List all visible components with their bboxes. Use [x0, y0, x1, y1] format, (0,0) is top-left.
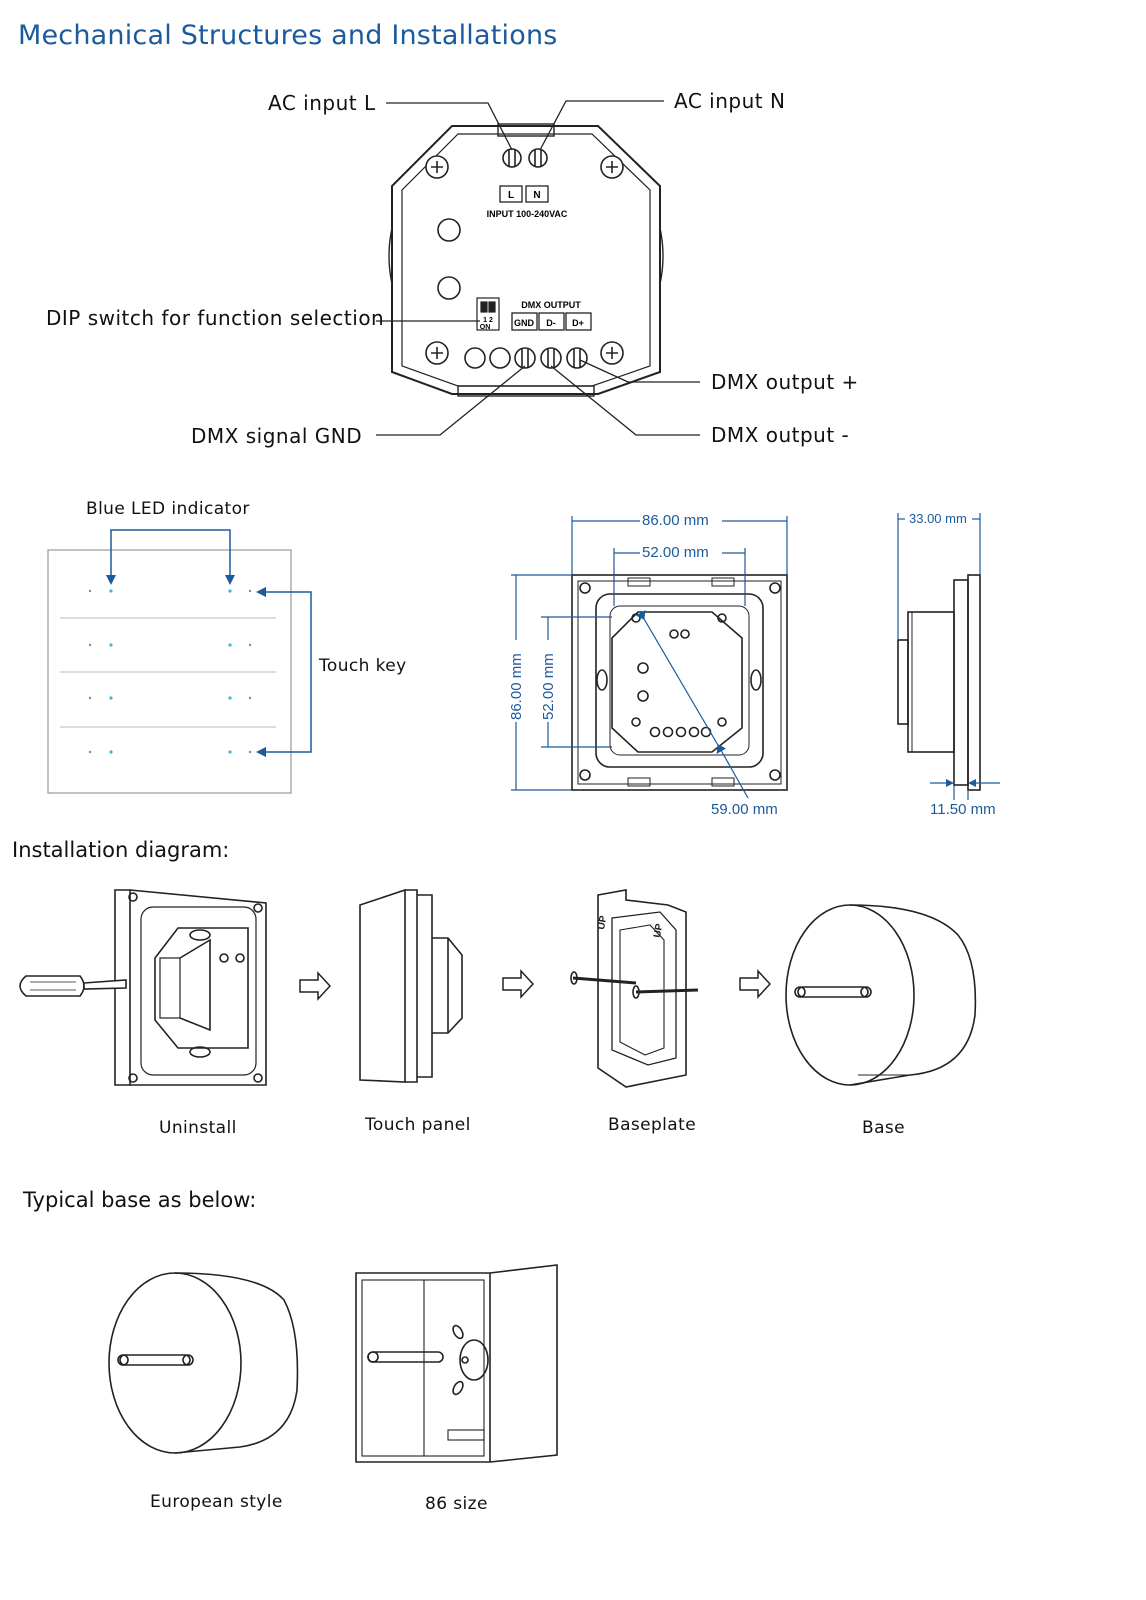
step-label-base: Base — [862, 1118, 905, 1138]
dim-width-outer: 86.00 mm — [642, 512, 709, 529]
svg-text:UP: UP — [652, 923, 665, 939]
dip-numbers: 1 2 — [483, 317, 493, 324]
european-base-drawing — [108, 1272, 299, 1454]
dmx-output-plus-label: DMX output + — [711, 370, 859, 394]
screwdriver — [19, 975, 127, 997]
dim-diagonal: 59.00 mm — [711, 801, 778, 818]
uninstall-drawing — [114, 889, 267, 1086]
dmx-output-minus-label: DMX output - — [711, 423, 850, 447]
touch-panel-side-drawing — [359, 888, 463, 1083]
d-plus-mark: D+ — [572, 318, 584, 328]
input-rating: INPUT 100-240VAC — [487, 209, 568, 219]
86-size-base-drawing — [355, 1264, 558, 1463]
installation-heading: Installation diagram: — [12, 838, 230, 862]
base-label-european: European style — [150, 1492, 283, 1512]
dim-width-inner: 52.00 mm — [642, 544, 709, 561]
dip-switch — [476, 297, 500, 331]
front-dimension-drawing — [571, 574, 788, 791]
mounting-screws — [425, 155, 624, 365]
ac-input-n-label: AC input N — [674, 89, 786, 113]
dmx-signal-gnd-label: DMX signal GND — [191, 424, 363, 448]
base-label-86-size: 86 size — [425, 1494, 488, 1514]
ac-terminal-screws — [502, 148, 548, 168]
step-label-baseplate: Baseplate — [608, 1115, 697, 1135]
d-minus-mark: D- — [546, 318, 556, 328]
step-arrow-2 — [502, 969, 535, 999]
baseplate-drawing: UP UP — [570, 889, 699, 1088]
touch-panel-front — [47, 529, 312, 794]
round-base-drawing — [785, 904, 977, 1086]
gnd-mark: GND — [514, 318, 535, 328]
step-arrow-1 — [299, 971, 332, 1001]
blue-led-label: Blue LED indicator — [86, 499, 250, 519]
dim-panel-thickness: 11.50 mm — [930, 801, 996, 818]
step-label-uninstall: Uninstall — [159, 1118, 237, 1138]
dim-depth: 33.00 mm — [909, 511, 967, 526]
dmx-terminals — [464, 347, 588, 369]
step-arrow-3 — [739, 969, 772, 999]
n-mark: N — [533, 190, 540, 201]
terminal-diagram: L N INPUT 100-240VAC 1 2 ON DMX OUTPUT G… — [376, 100, 700, 436]
typical-base-heading: Typical base as below: — [23, 1188, 257, 1212]
dmx-output-mark: DMX OUTPUT — [521, 300, 581, 310]
dip-on: ON — [480, 324, 491, 331]
page-title: Mechanical Structures and Installations — [18, 20, 558, 51]
side-view-drawing — [897, 574, 981, 791]
dimension-drawings — [47, 513, 1000, 800]
dip-switch-label: DIP switch for function selection — [46, 306, 385, 330]
svg-text:UP: UP — [596, 915, 609, 931]
touch-key-label: Touch key — [319, 656, 407, 676]
l-mark: L — [508, 190, 514, 201]
installation-drawings: UP UP — [19, 888, 977, 1088]
ac-input-l-label: AC input L — [268, 91, 376, 115]
step-label-touch-panel: Touch panel — [365, 1115, 471, 1135]
